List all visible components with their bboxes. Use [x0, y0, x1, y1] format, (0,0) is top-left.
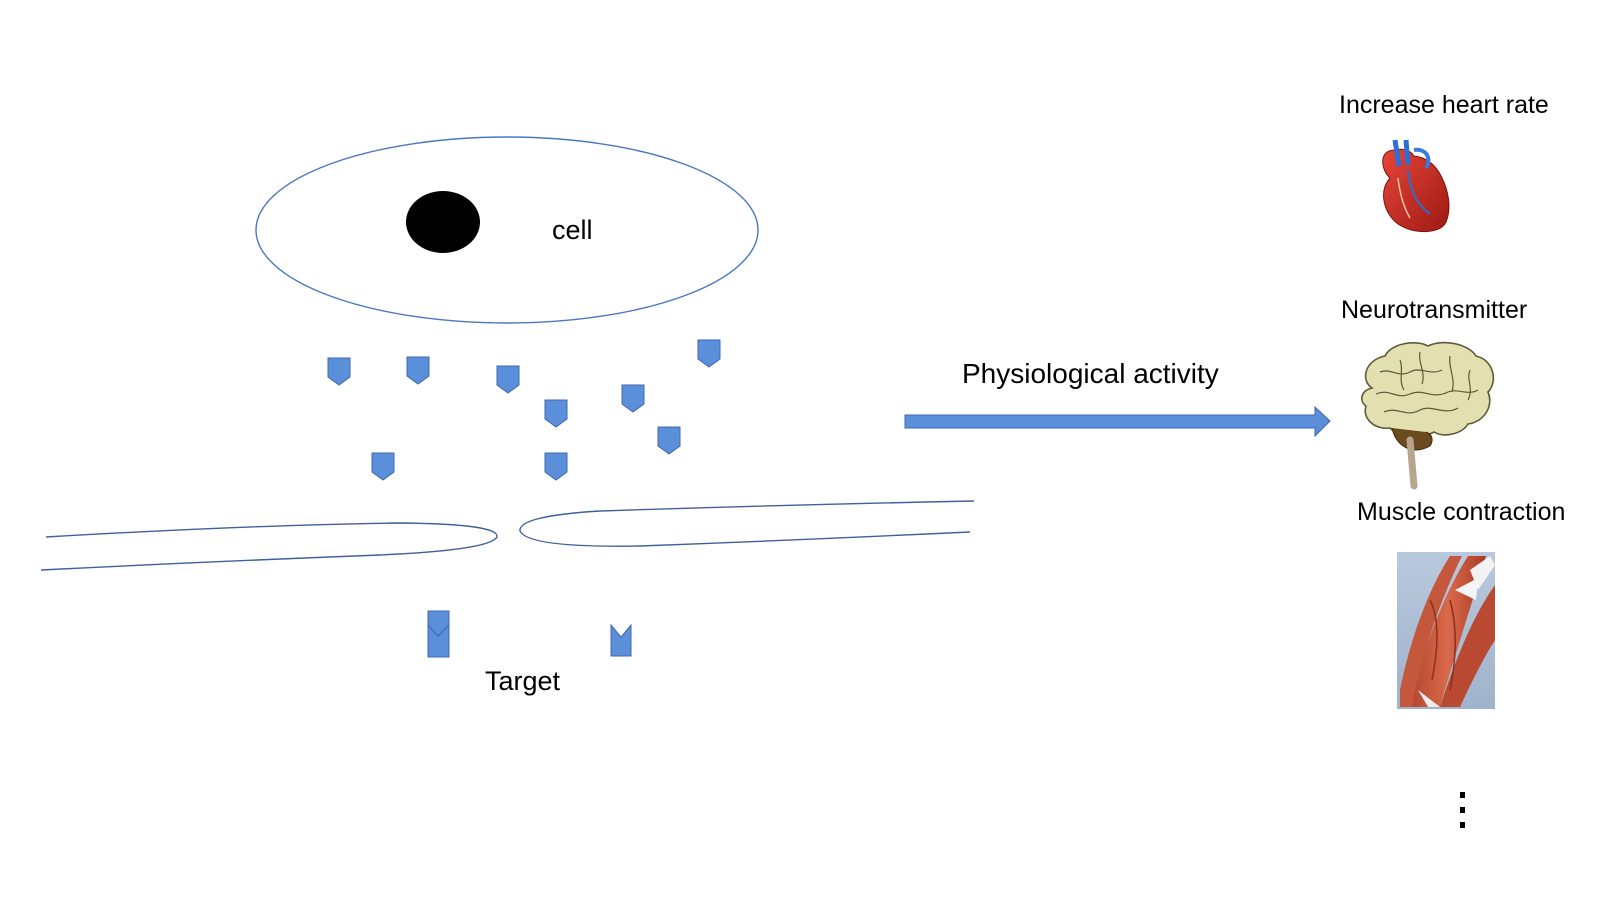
receptor-notch — [427, 624, 450, 637]
receptors — [427, 610, 632, 658]
cell-nucleus — [406, 191, 480, 253]
heart-rate-label: Increase heart rate — [1339, 91, 1549, 119]
signal-molecules — [327, 339, 721, 481]
neurotransmitter-label: Neurotransmitter — [1341, 296, 1527, 324]
signal-molecule — [406, 356, 430, 385]
heart-icon — [1382, 139, 1450, 233]
continuation-ellipsis — [1460, 792, 1465, 828]
cell-label: cell — [552, 215, 593, 245]
signal-molecule — [371, 452, 395, 481]
brain-icon — [1360, 341, 1495, 490]
right-membrane — [519, 500, 975, 547]
activity-arrow — [904, 405, 1331, 438]
cell: cell — [255, 136, 759, 324]
muscle-icon — [1397, 552, 1495, 709]
left-membrane — [40, 522, 498, 571]
receptor — [427, 610, 450, 658]
muscle-contraction-label: Muscle contraction — [1357, 498, 1565, 526]
membrane-gap — [40, 500, 975, 571]
signal-molecule — [327, 357, 351, 386]
target-label: Target — [485, 666, 561, 696]
physiological-activity-label: Physiological activity — [962, 358, 1219, 389]
signal-molecule — [697, 339, 721, 368]
arrow-shape — [904, 405, 1331, 438]
signal-molecule — [657, 426, 681, 455]
receptor — [610, 623, 632, 657]
signal-molecule — [621, 384, 645, 413]
signal-molecule — [544, 399, 568, 428]
signal-molecule — [544, 452, 568, 481]
signal-molecule — [496, 365, 520, 394]
cell-membrane — [255, 136, 759, 324]
